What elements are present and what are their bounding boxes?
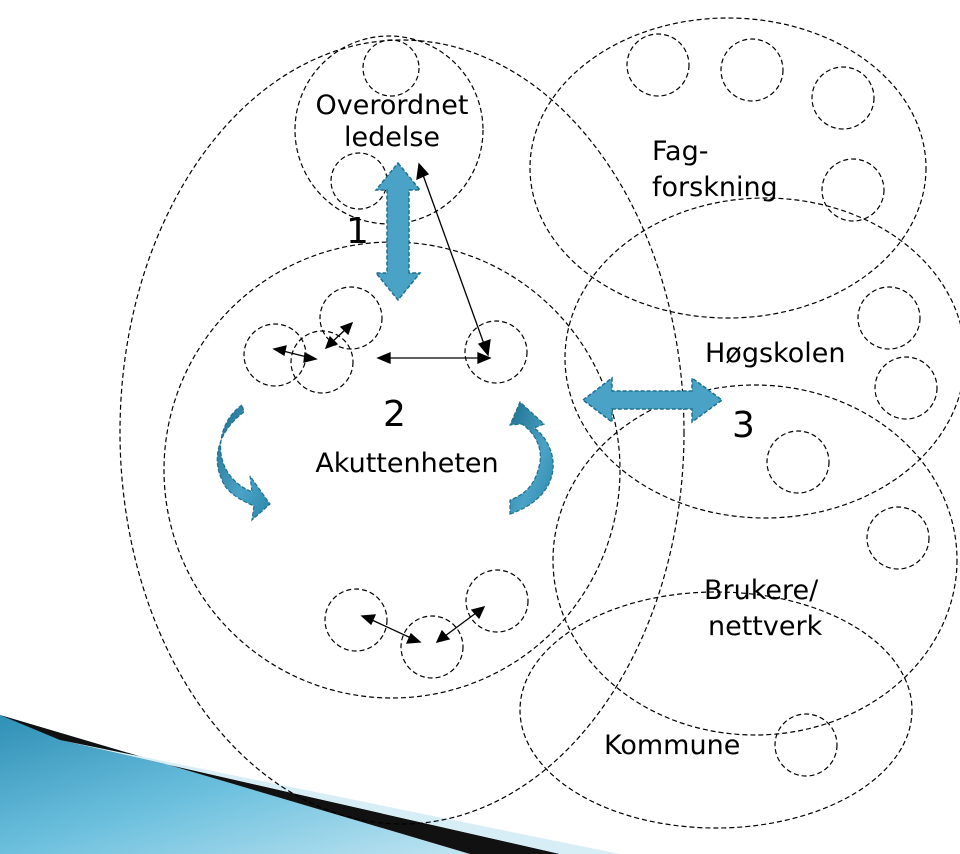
brukere-ellipse [552,384,958,736]
unit-circle [290,330,354,394]
unit-circle [330,152,388,210]
number-2: 2 [383,394,406,435]
double-arrow [435,606,486,643]
unit-circle [465,569,529,633]
unit-circle [400,615,464,679]
unit-circle [766,430,830,494]
double-arrow [324,321,354,350]
unit-circle [866,506,930,570]
unit-circle [464,320,528,384]
label-overordnet: Overordnet [316,90,469,121]
unit-circle [626,33,690,97]
label-nettverk: nettverk [708,611,823,642]
double-arrow [376,352,492,364]
unit-circle [821,158,885,222]
thin-arrows [272,162,492,644]
unit-circle [720,38,784,102]
kommune-ellipse [519,591,913,829]
vertical-blue-arrow [374,161,422,302]
left-curved-arrow [216,404,271,522]
label-brukere: Brukere/ [704,575,819,606]
label-kommune: Kommune [604,730,740,761]
fagforskning-ellipse [529,17,927,319]
horizontal-blue-arrow [581,376,724,424]
label-fag: Fag- [652,136,708,167]
hogskolen-ellipse [564,197,960,519]
unit-circle [811,66,875,130]
corner-decoration [0,715,620,854]
outer-hospital-ellipse [119,39,685,825]
label-akuttenheten: Akuttenheten [315,448,498,479]
label-forskning: forskning [652,172,778,203]
unit-circle [874,356,938,420]
number-3: 3 [732,405,755,446]
unit-circle [324,588,388,652]
unit-circle [319,286,383,350]
unit-circle [774,713,838,777]
right-curved-arrow [509,400,554,515]
unit-circle [362,39,420,97]
double-arrow [416,162,491,357]
label-hogskolen: Høgskolen [705,338,845,369]
number-1: 1 [346,211,369,252]
double-arrow [272,345,318,363]
region-outlines [119,17,960,829]
unit-circle [857,286,921,350]
label-ledelse: ledelse [344,122,440,153]
double-arrow [360,614,422,644]
